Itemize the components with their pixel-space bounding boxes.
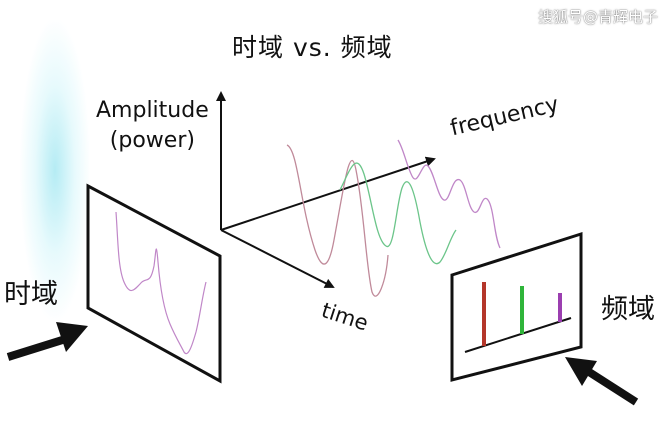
amplitude-axis-label: Amplitude (power) [96, 96, 209, 156]
diagram-title: 时域 vs. 频域 [232, 33, 393, 62]
frequency-domain-label: 频域 [601, 294, 655, 325]
amplitude-label-line1: Amplitude [96, 98, 209, 123]
purple-wave [397, 139, 501, 249]
green-wave [339, 162, 457, 265]
time-domain-label: 时域 [4, 279, 58, 310]
time-axis [220, 229, 335, 288]
watermark: 搜狐号@青辉电子 [537, 8, 658, 26]
time-domain-signal [115, 211, 207, 355]
red-wave [286, 144, 389, 297]
frequency-axis [220, 156, 436, 231]
cyan-glow [20, 20, 90, 320]
frequency-domain-arrow-icon [565, 357, 639, 406]
amplitude-label-line2: (power) [109, 128, 195, 153]
time-domain-arrow-icon [6, 322, 88, 361]
time-domain-panel [86, 183, 222, 384]
spectrum-baseline [464, 317, 572, 353]
